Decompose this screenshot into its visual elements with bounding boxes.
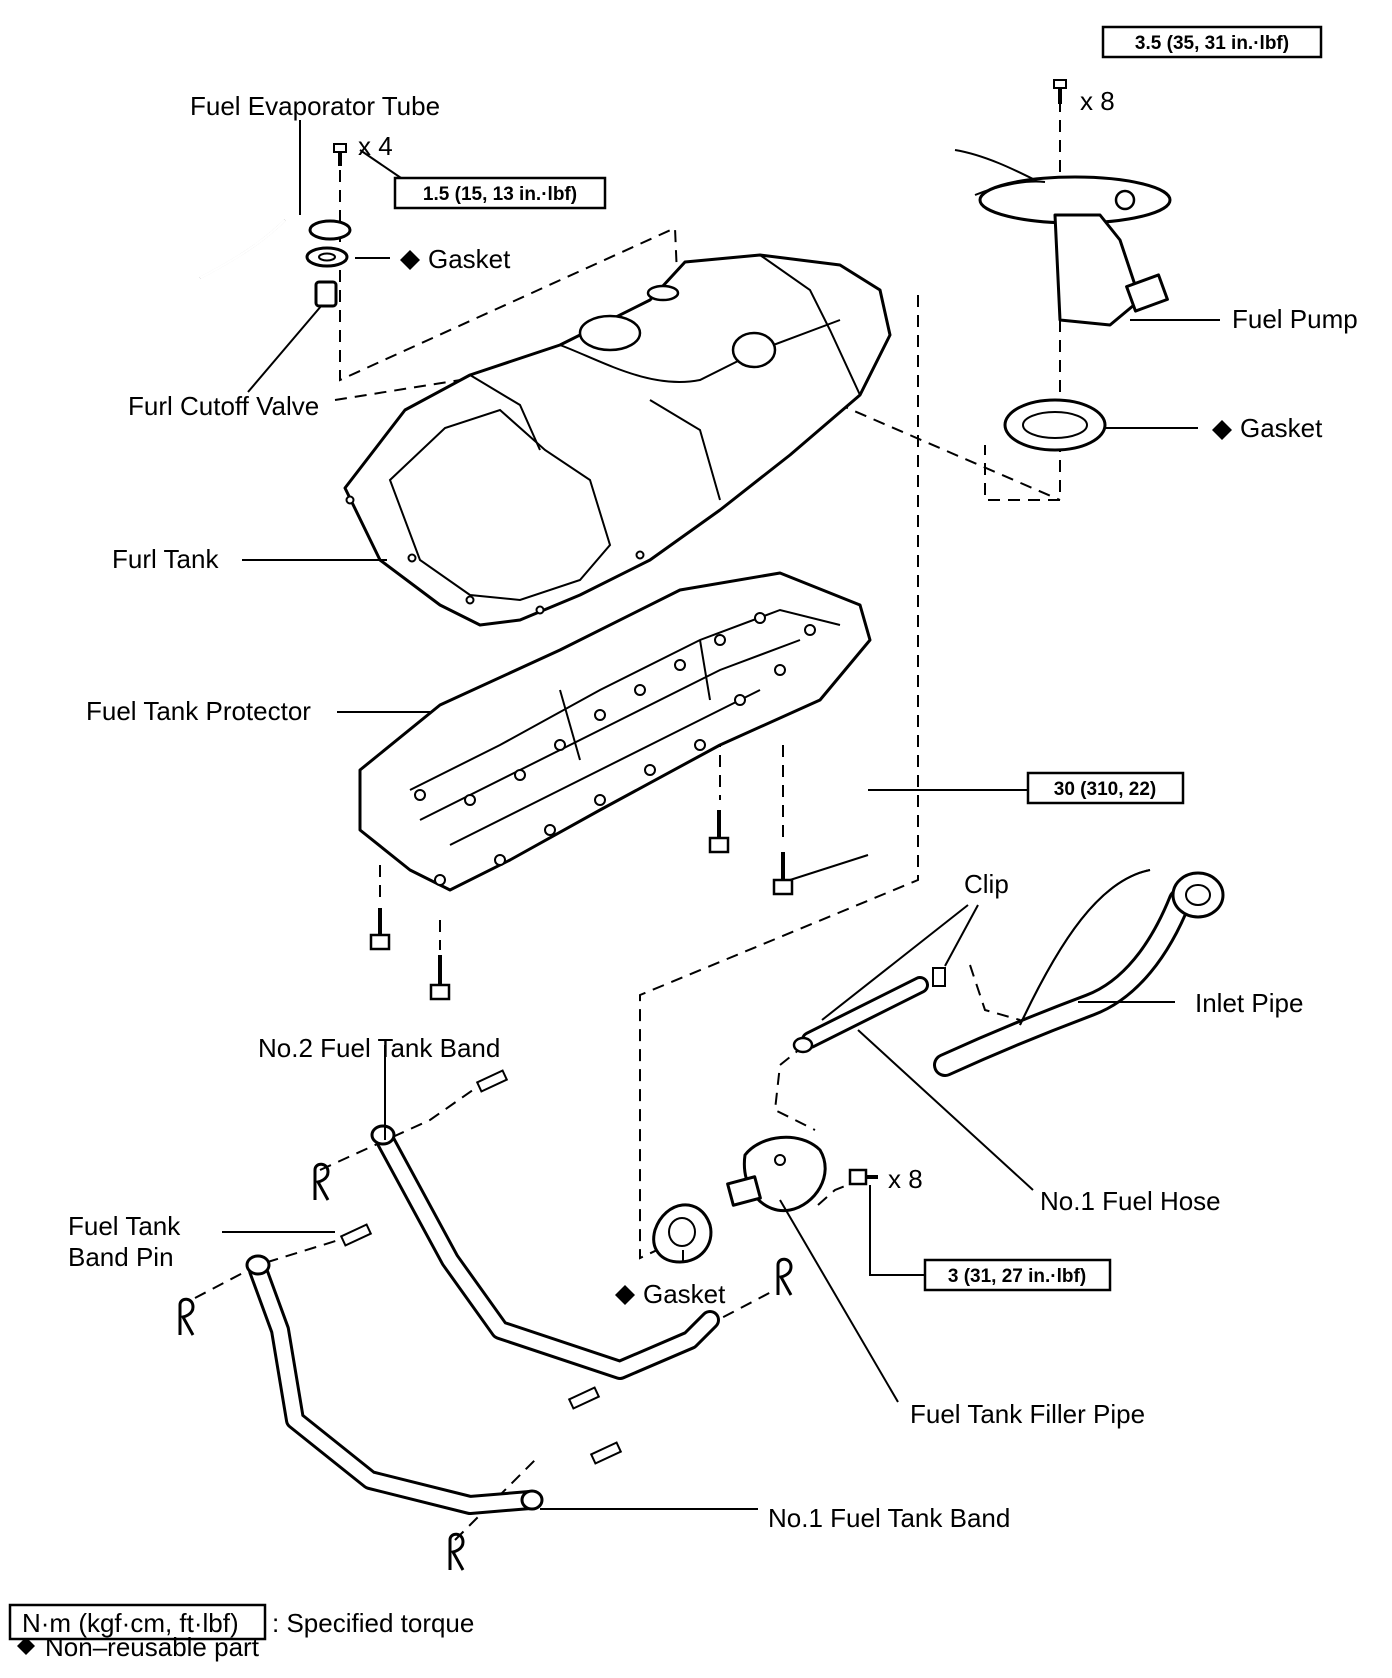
protector-bolt-icon [772, 852, 794, 896]
filler-gasket-part [652, 1203, 713, 1264]
label-no1-fuel-tank-band: No.1 Fuel Tank Band [768, 1503, 1010, 1533]
band-pins [339, 1069, 623, 1465]
diamond-icon [1212, 420, 1232, 440]
fuel-pump-part [954, 149, 1172, 327]
legend: N·m (kgf·cm, ft·lbf) : Specified torque … [8, 1603, 474, 1662]
legend-nonreusable: Non–reusable part [45, 1632, 260, 1662]
label-pump-bolt-qty: x 8 [1080, 86, 1115, 116]
r-clip-icon [776, 1257, 793, 1296]
part-labels: Fuel Evaporator Tube x 4 Gasket Furl Cut… [68, 86, 1358, 1533]
no1-fuel-tank-band-part [245, 1254, 544, 1515]
pump-bolt-icon [1053, 79, 1067, 104]
svg-text:3.5 (35, 31 in.·lbf): 3.5 (35, 31 in.·lbf) [1135, 33, 1289, 54]
nonreusable-markers [17, 250, 1232, 1655]
r-clip-icon [313, 1162, 330, 1201]
r-clip-icon [178, 1297, 195, 1336]
fuel-tank-protector-part [358, 571, 872, 892]
cutoff-bolt-icon [333, 143, 347, 166]
fuel-hose-part [801, 976, 929, 1049]
label-no2-fuel-tank-band: No.2 Fuel Tank Band [258, 1033, 500, 1063]
svg-text:3 (31, 27 in.·lbf): 3 (31, 27 in.·lbf) [948, 1266, 1086, 1287]
fuel-tank-filler-pipe-part [726, 1135, 827, 1213]
protector-bolt-icon [429, 955, 451, 1001]
legend-torque-unit: N·m (kgf·cm, ft·lbf) [22, 1608, 239, 1638]
leader-lines [222, 120, 1220, 1510]
inlet-pipe-part [933, 869, 1225, 1077]
label-fuel-pump: Fuel Pump [1232, 304, 1358, 334]
protector-holes [414, 612, 816, 886]
label-fuel-tank-filler-pipe: Fuel Tank Filler Pipe [910, 1399, 1145, 1429]
r-clip-icon [448, 1532, 465, 1571]
label-fuel-evaporator-tube: Fuel Evaporator Tube [190, 91, 440, 121]
legend-torque-desc: : Specified torque [272, 1608, 474, 1638]
label-fuel-tank-band-pin-line1: Fuel Tank [68, 1211, 181, 1241]
band-pin-icon [567, 1386, 601, 1410]
protector-bolts [369, 810, 794, 1001]
label-fuel-tank-band-pin-line2: Band Pin [68, 1242, 174, 1272]
svg-text:1.5 (15, 13 in.·lbf): 1.5 (15, 13 in.·lbf) [423, 184, 577, 205]
band-pin-icon [339, 1223, 373, 1247]
label-furl-cutoff-valve: Furl Cutoff Valve [128, 391, 319, 421]
protector-bolt-icon [369, 908, 391, 951]
torque-cutoff-box: 1.5 (15, 13 in.·lbf) [393, 176, 607, 210]
diamond-icon [615, 1285, 635, 1305]
label-furl-tank: Furl Tank [112, 544, 219, 574]
label-inlet-pipe: Inlet Pipe [1195, 988, 1303, 1018]
protector-bolt-icon [708, 810, 730, 854]
torque-filler-box: 3 (31, 27 in.·lbf) [923, 1258, 1112, 1292]
label-clip: Clip [964, 869, 1009, 899]
diamond-icon [400, 250, 420, 270]
label-gasket-pump: Gasket [1240, 413, 1323, 443]
label-filler-bolt-qty: x 8 [888, 1164, 923, 1194]
svg-text:30 (310, 22): 30 (310, 22) [1054, 779, 1156, 800]
diamond-icon [17, 1637, 35, 1655]
band-pin-icon [589, 1441, 623, 1465]
no2-fuel-tank-band-part [370, 1124, 720, 1380]
label-gasket-top: Gasket [428, 244, 511, 274]
label-no1-fuel-hose: No.1 Fuel Hose [1040, 1186, 1221, 1216]
fuel-tank-part [343, 253, 892, 627]
torque-pump-box: 3.5 (35, 31 in.·lbf) [1101, 25, 1323, 59]
filler-bolt-icon [848, 1168, 878, 1186]
label-gasket-filler: Gasket [643, 1279, 726, 1309]
band-pin-icon [475, 1069, 509, 1093]
label-fuel-tank-protector: Fuel Tank Protector [86, 696, 311, 726]
fuel-evaporator-tube-part [199, 219, 352, 308]
r-clips [178, 1162, 793, 1571]
torque-protector-box: 30 (310, 22) [1026, 771, 1185, 805]
pump-gasket-part [1003, 398, 1107, 452]
clip-part [792, 967, 946, 1054]
label-cutoff-bolt-qty: x 4 [358, 131, 393, 161]
